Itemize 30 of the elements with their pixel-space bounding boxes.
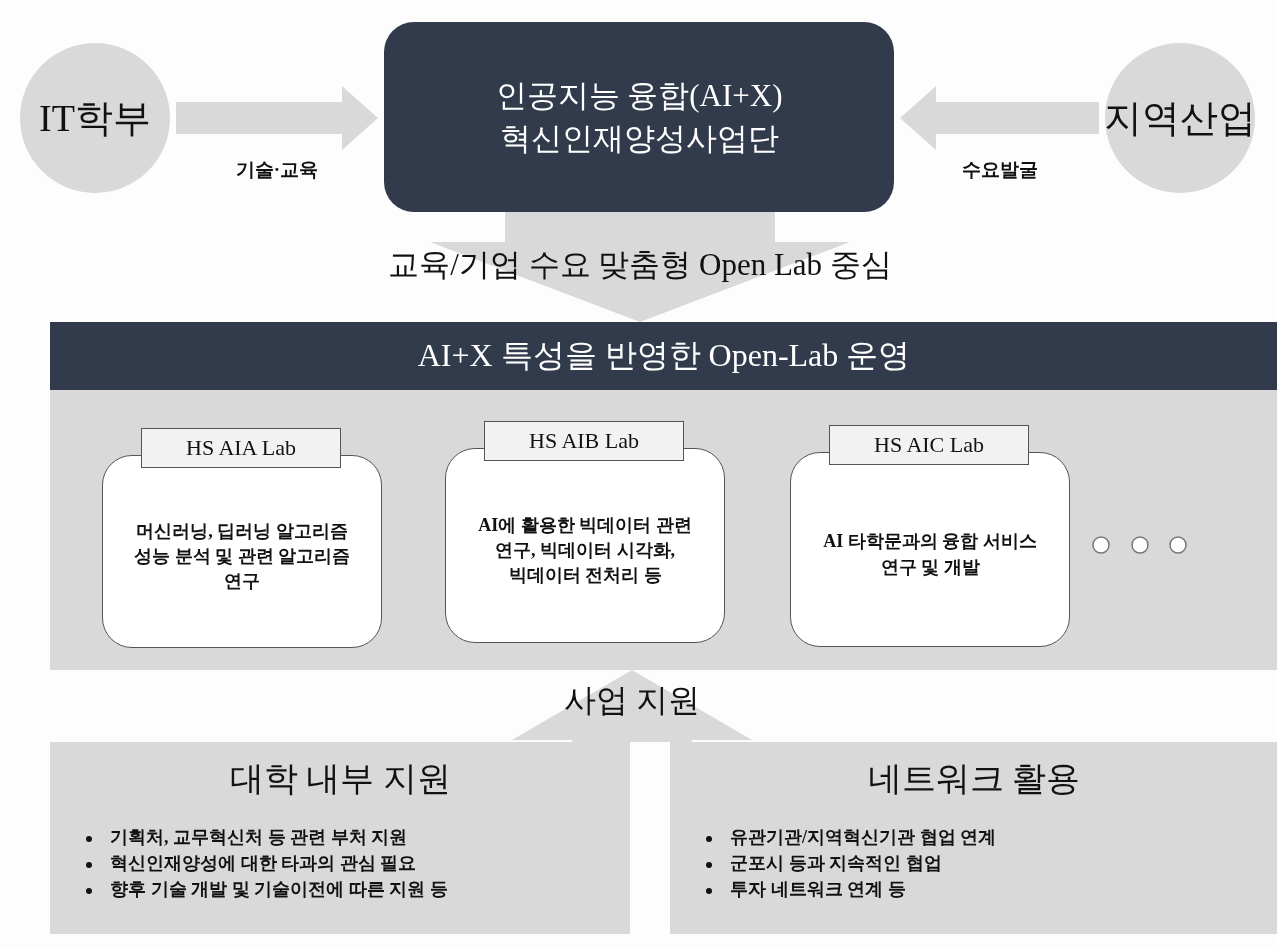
bullet-text: 투자 네트워크 연계 등 <box>730 879 906 900</box>
bullet-text: 군포시 등과 지속적인 협업 <box>730 853 942 874</box>
bullet-text: 혁신인재양성에 대한 타과의 관심 필요 <box>110 853 416 874</box>
section-heading: 네트워크 활용 <box>866 759 1082 799</box>
panel-header: AI+X 특성을 반영한 Open-Lab 운영 <box>50 322 1277 390</box>
lab-description: AI 타학문과의 융합 서비스 연구 및 개발 <box>822 530 1038 579</box>
block-arrow <box>512 670 752 742</box>
lab-panel <box>50 322 1277 670</box>
bullet-text: 유관기관/지역혁신기관 협업 연계 <box>730 827 996 847</box>
block-arrow <box>176 86 378 150</box>
bullet-text: 향후 기술 개발 및 기술이전에 따른 지원 등 <box>110 879 448 900</box>
lab-tab: HS AIA Lab <box>141 428 341 468</box>
title-text: 인공지능 융합(AI+X) 혁신인재양성사업단 <box>494 76 784 158</box>
edge-label: 교육/기업 수요 맞춤형 Open Lab 중심 <box>388 246 892 284</box>
lab-tab: HS AIB Lab <box>484 421 684 461</box>
lab-description: AI에 활용한 빅데이터 관련 연구, 빅데이터 시각화, 빅데이터 전처리 등 <box>477 513 693 588</box>
lab-description: 머신러닝, 딥러닝 알고리즘 성능 분석 및 관련 알고리즘 연구 <box>133 519 351 594</box>
node-title: IT학부 <box>39 95 151 141</box>
edge-label: 수요발굴 <box>961 158 1038 182</box>
bullet-text: 기획처, 교무혁신처 등 관련 부처 지원 <box>110 827 407 847</box>
edge-label: 기술·교육 <box>235 158 319 182</box>
lab-tab: HS AIC Lab <box>829 425 1029 465</box>
block-arrow <box>430 212 850 322</box>
edge-label: 사업 지원 <box>564 681 700 720</box>
title-box <box>384 22 894 212</box>
support-box <box>50 742 630 934</box>
support-box <box>670 742 1277 934</box>
node-title: 지역산업 <box>1104 95 1256 141</box>
section-heading: 대학 내부 지원 <box>228 759 452 799</box>
block-arrow <box>900 86 1099 150</box>
